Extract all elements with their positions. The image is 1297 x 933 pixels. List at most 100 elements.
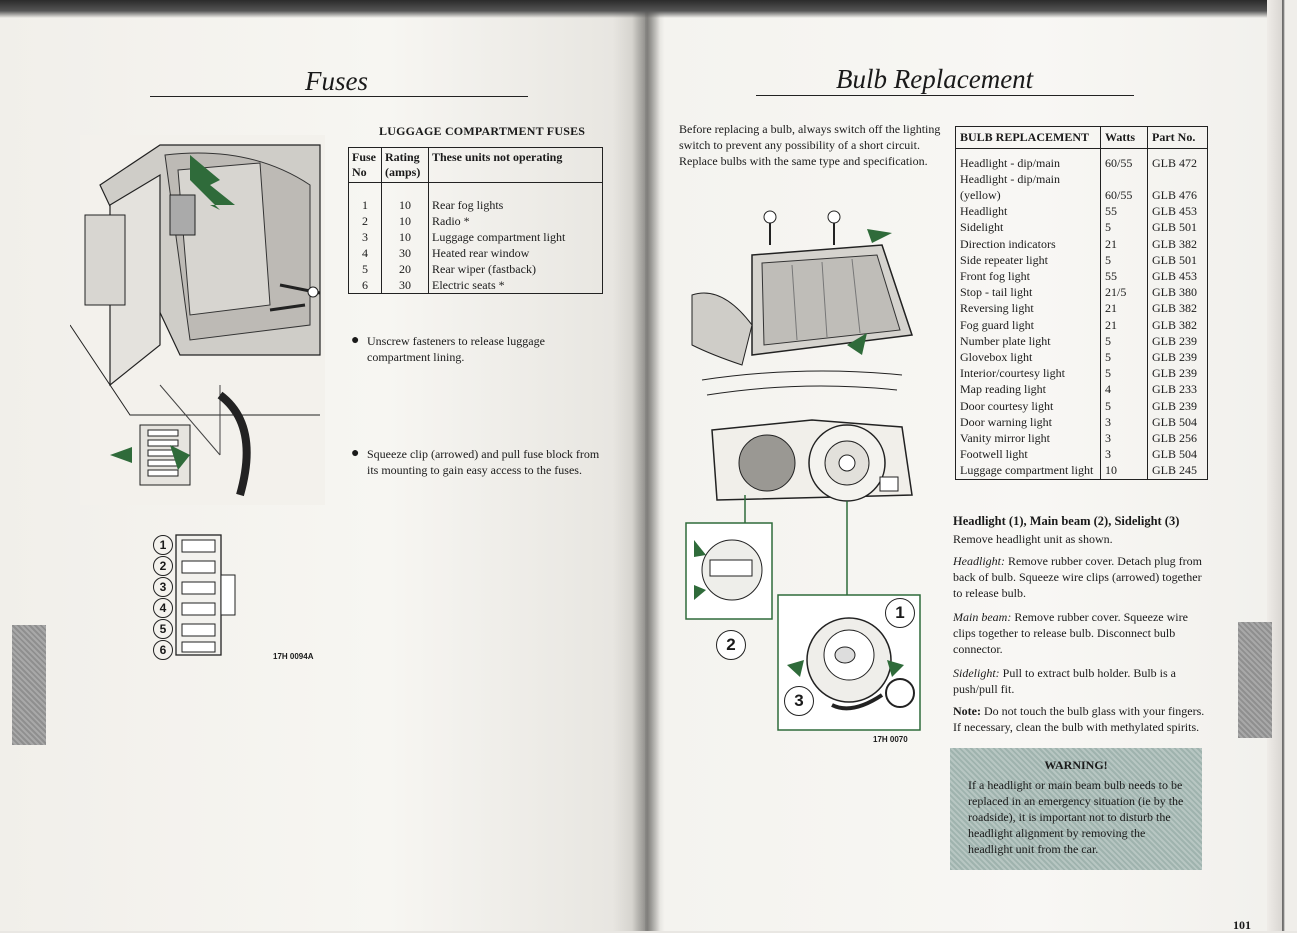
- cell-units: Rear fog lights: [432, 197, 504, 212]
- cell-bulb: Door warning light: [955, 413, 1101, 430]
- cell-units: Electric seats *: [432, 277, 505, 292]
- cell-watts: 5: [1100, 219, 1148, 236]
- page-edge-right: [1267, 0, 1297, 931]
- bulb-subheading: Headlight (1), Main beam (2), Sidelight …: [953, 514, 1180, 528]
- cell-rating: 10: [381, 196, 429, 213]
- figure-caption-left: 17H 0094A: [273, 652, 314, 661]
- cell-fuse: 4: [348, 244, 382, 261]
- cell-watts: 4: [1100, 381, 1148, 398]
- mainbeam-paragraph: Main beam: Remove rubber cover. Squeeze …: [953, 609, 1211, 657]
- cell-part: GLB 472: [1152, 155, 1197, 170]
- cell-watts: 5: [1100, 397, 1148, 414]
- note-paragraph: Note: Do not touch the bulb glass with y…: [953, 703, 1211, 735]
- section-tab-right: [1238, 622, 1272, 738]
- cell-bulb: Fog guard light: [955, 316, 1101, 333]
- cell-rating: 10: [381, 228, 429, 245]
- instruction-bullet-2: ● Squeeze clip (arrowed) and pull fuse b…: [351, 446, 607, 478]
- cell-fuse: 1: [348, 196, 382, 213]
- book-gutter: [632, 0, 660, 931]
- cell-part: GLB 245: [1152, 463, 1197, 478]
- spacer-row: [955, 148, 1208, 155]
- cell-part: GLB 239: [1152, 349, 1197, 364]
- page-title-fuses: Fuses: [305, 66, 368, 96]
- bulb-replacement-table: BULB REPLACEMENT Watts Part No. Headligh…: [955, 126, 1208, 480]
- sidelight-paragraph: Sidelight: Pull to extract bulb holder. …: [953, 665, 1211, 697]
- cell-bulb: Vanity mirror light: [955, 429, 1101, 447]
- cell-part: GLB 382: [1152, 236, 1197, 251]
- fuse-callout: 6: [153, 640, 173, 660]
- bulb-intro-text: Before replacing a bulb, always switch o…: [679, 122, 941, 168]
- cell-units: Luggage compartment light: [432, 229, 566, 244]
- cell-bulb: Front fog light: [955, 267, 1101, 285]
- section-tab-left: [12, 625, 46, 745]
- cell-rating: 30: [381, 244, 429, 261]
- cell-fuse: 3: [348, 228, 382, 245]
- cell-watts: 5: [1100, 251, 1148, 268]
- scan-top-edge: [0, 0, 1297, 18]
- luggage-compartment-illustration: [70, 135, 325, 505]
- bulb-table-header: BULB REPLACEMENT Watts Part No.: [955, 126, 1208, 149]
- cell-bulb: Map reading light: [955, 381, 1101, 398]
- cell-watts: 3: [1100, 446, 1148, 463]
- cell-bulb: Side repeater light: [955, 251, 1101, 268]
- callout-3: 3: [784, 686, 814, 716]
- page-title-bulb-replacement: Bulb Replacement: [836, 64, 1034, 94]
- cell-part: GLB 380: [1152, 285, 1197, 300]
- cell-watts: 21: [1100, 316, 1148, 333]
- cell-part: GLB 476: [1152, 187, 1197, 202]
- cell-fuse: 6: [348, 276, 382, 293]
- cell-watts: 21: [1100, 300, 1148, 317]
- cell-rating: 20: [381, 260, 429, 277]
- warning-title: WARNING!: [1044, 758, 1108, 772]
- cell-rating: 10: [381, 212, 429, 229]
- col-watts: Watts: [1100, 126, 1148, 149]
- cell-part: GLB 504: [1152, 447, 1197, 462]
- cell-watts: 5: [1100, 332, 1148, 349]
- cell-part: GLB 501: [1152, 252, 1197, 267]
- cell-part: GLB 256: [1152, 430, 1197, 445]
- headlight-paragraph: Headlight: Remove rubber cover. Detach p…: [953, 553, 1211, 601]
- cell-part: GLB 239: [1152, 366, 1197, 381]
- cell-watts: 5: [1100, 348, 1148, 366]
- cell-bulb: Door courtesy light: [955, 397, 1101, 414]
- cell-bulb: Headlight - dip/main: [955, 154, 1101, 171]
- page-number: 101: [1233, 918, 1251, 932]
- fuse-callout: 3: [153, 577, 173, 597]
- cell-bulb: Number plate light: [955, 332, 1101, 349]
- cell-units: Heated rear window: [432, 245, 530, 260]
- bullet-dot: ●: [351, 333, 360, 348]
- cell-watts: 3: [1100, 413, 1148, 430]
- cell-part: GLB 382: [1152, 317, 1197, 332]
- fuse-table-header: Fuse No Rating (amps) These units not op…: [348, 147, 603, 183]
- cell-bulb: Luggage compartment light: [955, 462, 1101, 480]
- note-text: Do not touch the bulb glass with your fi…: [953, 704, 1205, 734]
- fuse-callout: 2: [153, 556, 173, 576]
- cell-bulb: Interior/courtesy light: [955, 365, 1101, 382]
- cell-part: GLB 239: [1152, 333, 1197, 348]
- cell-part: GLB 239: [1152, 398, 1197, 413]
- cell-part: GLB 501: [1152, 220, 1197, 235]
- cell-part: GLB 453: [1152, 204, 1197, 219]
- cell-watts: 5: [1100, 365, 1148, 382]
- note-label: Note:: [953, 704, 981, 718]
